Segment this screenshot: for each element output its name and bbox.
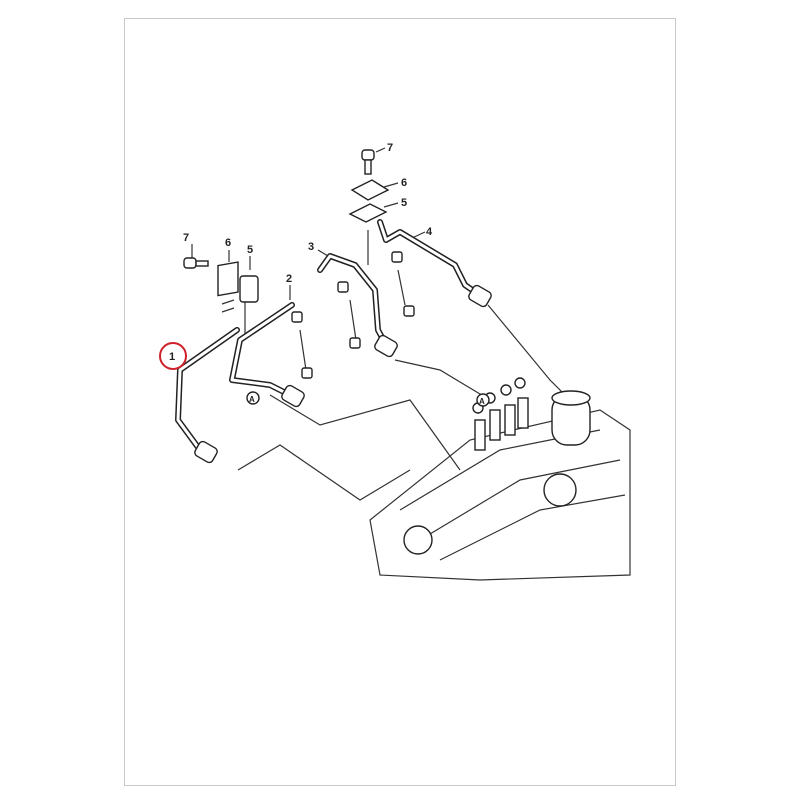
callout-1: 1 [169, 351, 175, 363]
diagram-frame [124, 18, 676, 786]
pipe-3 [317, 253, 398, 358]
reference-a-1: A [249, 395, 255, 404]
callout-5-right: 5 [401, 197, 407, 209]
pipe-1 [175, 327, 240, 464]
callout-4: 4 [426, 226, 433, 238]
highlight-circle-part-1 [159, 342, 187, 370]
callout-2: 2 [286, 273, 292, 285]
clamp-6-left [217, 261, 239, 313]
pipe-2 [229, 302, 313, 408]
clamp-5-right [348, 203, 388, 223]
callout-6-left: 6 [225, 237, 231, 249]
callout-3: 3 [308, 241, 314, 253]
pipe-4 [377, 219, 492, 317]
leader-lines [191, 147, 571, 501]
callout-7-right: 7 [387, 142, 393, 154]
engine-cylinder-head [369, 377, 631, 581]
clamp-5-left [239, 275, 259, 303]
callout-7-left: 7 [183, 232, 189, 244]
reference-a-2: A [479, 397, 485, 406]
bolt-7-right [361, 149, 375, 175]
callout-6-right: 6 [401, 177, 407, 189]
clamp-6-right [350, 179, 390, 201]
bolt-7-left [183, 257, 209, 269]
callout-5-left: 5 [247, 244, 253, 256]
